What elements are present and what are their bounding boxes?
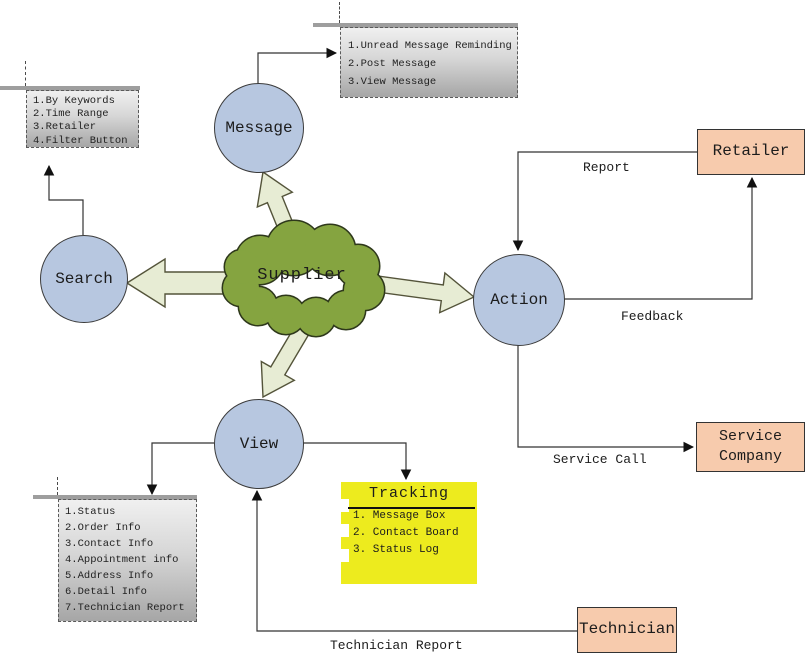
list-item: 1.Unread Message Reminding xyxy=(348,40,512,52)
view-callout-bar xyxy=(33,495,197,499)
list-item: 3.View Message xyxy=(348,76,437,88)
list-item: 4.Filter Button xyxy=(33,134,128,147)
message-callout-riser xyxy=(339,2,340,23)
tracking-note: Tracking 1. Message Box 2. Contact Board 3… xyxy=(335,482,477,584)
node-search: Search xyxy=(40,235,128,323)
list-item: 3.Retailer xyxy=(33,121,97,134)
service-company-line1: Service xyxy=(718,427,782,445)
list-item: 5.Address Info xyxy=(65,570,154,582)
tracking-title: Tracking xyxy=(368,485,449,502)
node-message: Message xyxy=(214,83,304,173)
message-options-callout: 1.Unread Message Reminding 2.Post Message… xyxy=(340,27,518,98)
retailer-box: Retailer xyxy=(697,129,805,175)
list-item: 2.Post Message xyxy=(348,58,437,70)
edge-search-to-callout xyxy=(43,164,84,235)
tracking-notch xyxy=(335,499,349,512)
tracking-items: 1. Message Box 2. Contact Board 3. Status … xyxy=(341,502,477,559)
list-item: 2.Order Info xyxy=(65,522,141,534)
list-item: 1. Message Box xyxy=(353,510,446,522)
list-item: 4.Appointment info xyxy=(65,554,179,566)
edge-technician-report xyxy=(251,489,577,632)
supplier-cloud xyxy=(221,219,386,338)
technician-box: Technician xyxy=(577,607,677,653)
service-company-box: Service Company xyxy=(696,422,805,472)
list-item: 2. Contact Board xyxy=(353,527,459,539)
tracking-notch xyxy=(335,549,349,562)
technician-label: Technician xyxy=(578,620,675,639)
list-item: 1.By Keywords xyxy=(33,95,115,107)
edge-service-call xyxy=(517,344,695,453)
retailer-label: Retailer xyxy=(712,142,790,161)
edge-message-to-callout xyxy=(257,47,338,84)
tracking-notch xyxy=(335,524,349,537)
search-callout-bar xyxy=(0,86,140,90)
list-item: 3.Contact Info xyxy=(65,538,154,550)
edge-view-to-tracking xyxy=(302,442,412,481)
edge-label-feedback: Feedback xyxy=(621,309,684,324)
service-company-line2: Company xyxy=(718,448,782,465)
edge-view-to-callout xyxy=(146,442,214,496)
edge-report xyxy=(512,151,697,252)
edge-label-report: Report xyxy=(583,160,630,175)
list-item: 6.Detail Info xyxy=(65,586,147,598)
node-view: View xyxy=(214,399,304,489)
message-callout-bar xyxy=(313,23,518,27)
supplier-label: Supplier xyxy=(257,266,347,285)
list-item: 3. Status Log xyxy=(353,544,439,556)
list-item: 7.Technician Report xyxy=(65,602,185,614)
view-options-callout: 1.Status 2.Order Info 3.Contact Info 4.Appo… xyxy=(58,499,197,622)
view-callout-riser xyxy=(57,477,58,495)
edge-label-technician-report: Technician Report xyxy=(330,638,463,653)
list-item: 2.Time Range xyxy=(33,108,109,121)
edge-label-service-call: Service Call xyxy=(553,452,647,467)
node-action: Action xyxy=(473,254,565,346)
search-callout-riser xyxy=(25,61,26,86)
edge-feedback xyxy=(563,176,758,300)
list-item: 1.Status xyxy=(65,506,116,518)
tracking-title-rule xyxy=(348,507,475,509)
block-arrow-supplier-to-view xyxy=(260,325,310,399)
